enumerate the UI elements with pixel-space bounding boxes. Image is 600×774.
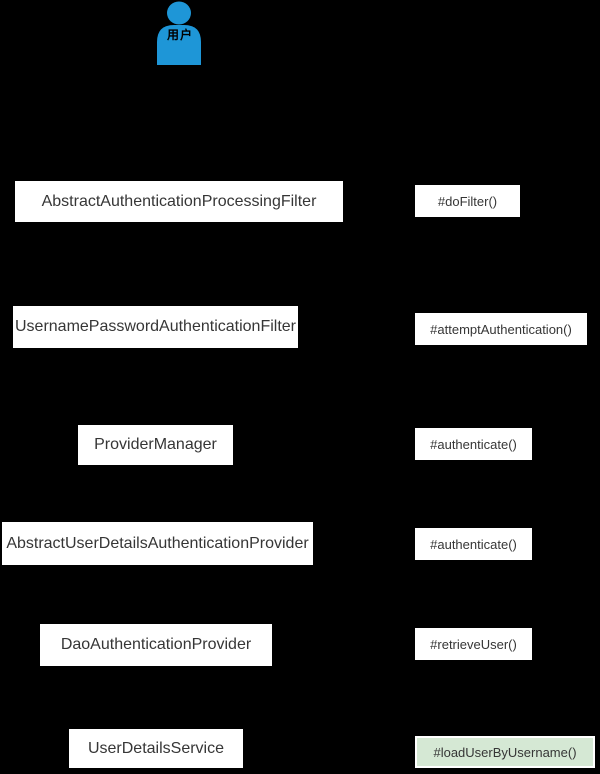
class-box-user-details-service: UserDetailsService	[69, 729, 243, 768]
class-box-dao-authentication-provider: DaoAuthenticationProvider	[40, 624, 272, 666]
method-box-retrieve-user: #retrieveUser()	[415, 628, 532, 660]
class-box-abstract-user-details-authentication-provider: AbstractUserDetailsAuthenticationProvide…	[2, 522, 313, 565]
class-box-username-password-authentication-filter: UsernamePasswordAuthenticationFilter	[13, 306, 298, 348]
method-box-load-user-by-username: #loadUserByUsername()	[415, 736, 595, 768]
method-box-attempt-authentication: #attemptAuthentication()	[415, 313, 587, 345]
method-box-authenticate-2: #authenticate()	[415, 528, 532, 560]
method-box-do-filter: #doFilter()	[415, 185, 520, 217]
user-actor-label: 用户	[166, 28, 193, 42]
method-box-authenticate-1: #authenticate()	[415, 428, 532, 460]
class-box-provider-manager: ProviderManager	[78, 425, 233, 465]
user-actor-icon	[157, 1, 201, 65]
class-box-abstract-authentication-processing-filter: AbstractAuthenticationProcessingFilter	[15, 181, 343, 222]
